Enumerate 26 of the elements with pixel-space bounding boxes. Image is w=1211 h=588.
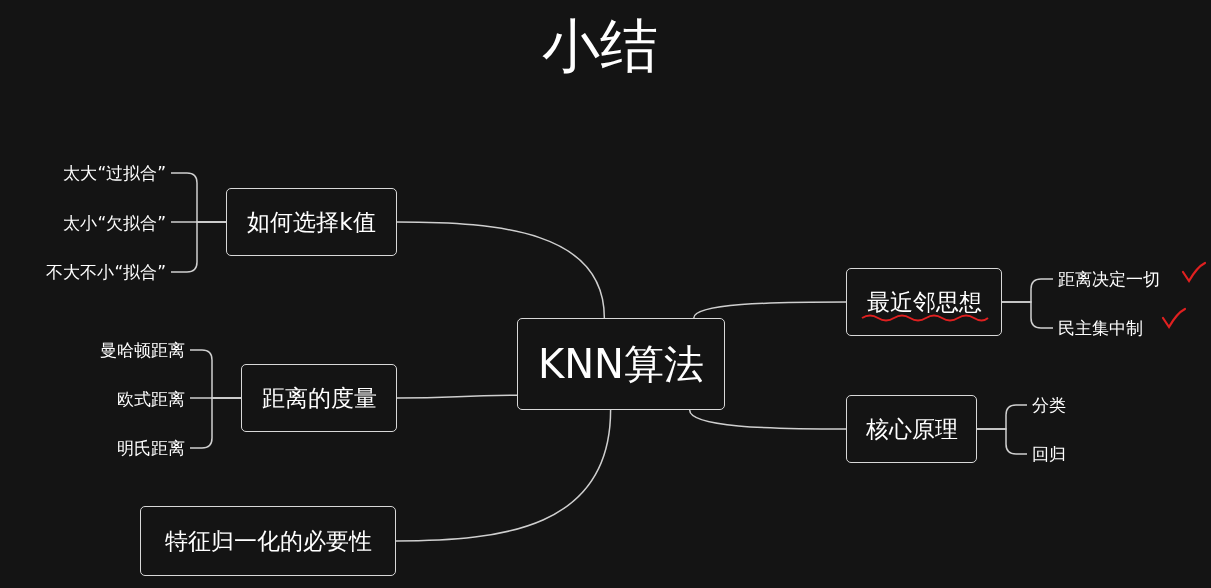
branch-label: 回归 — [1032, 440, 1092, 468]
branch-label: 距离决定一切 — [1058, 265, 1183, 293]
branch-label: 太大“过拟合” — [16, 159, 166, 187]
bracket-connector — [170, 221, 227, 273]
curved-connector — [395, 409, 612, 542]
branch-label: 不大不小“拟合” — [16, 258, 166, 286]
branch-label: 欧式距离 — [70, 385, 185, 413]
curved-connector — [396, 221, 606, 319]
branch-label: 民主集中制 — [1058, 314, 1183, 342]
title: 小结 — [541, 11, 659, 82]
branch-label: 曼哈顿距离 — [70, 336, 185, 364]
branch-label: 太小“欠拟合” — [16, 209, 166, 237]
curved-connector — [688, 409, 847, 430]
topic-box: 最近邻思想 — [846, 268, 1002, 336]
branch-label: 分类 — [1032, 391, 1092, 419]
topic-box: 核心原理 — [846, 395, 977, 463]
bracket-connector — [976, 428, 1028, 455]
bracket-connector — [189, 397, 242, 449]
central-topic-box: KNN算法 — [517, 318, 725, 410]
curved-connector — [396, 394, 518, 399]
bracket-connector — [1001, 301, 1054, 329]
topic-box: 距离的度量 — [241, 364, 397, 432]
topic-box: 如何选择k值 — [226, 188, 397, 256]
topic-box: 特征归一化的必要性 — [140, 506, 396, 576]
branch-label: 明氏距离 — [70, 434, 185, 462]
curved-connector — [693, 301, 847, 319]
